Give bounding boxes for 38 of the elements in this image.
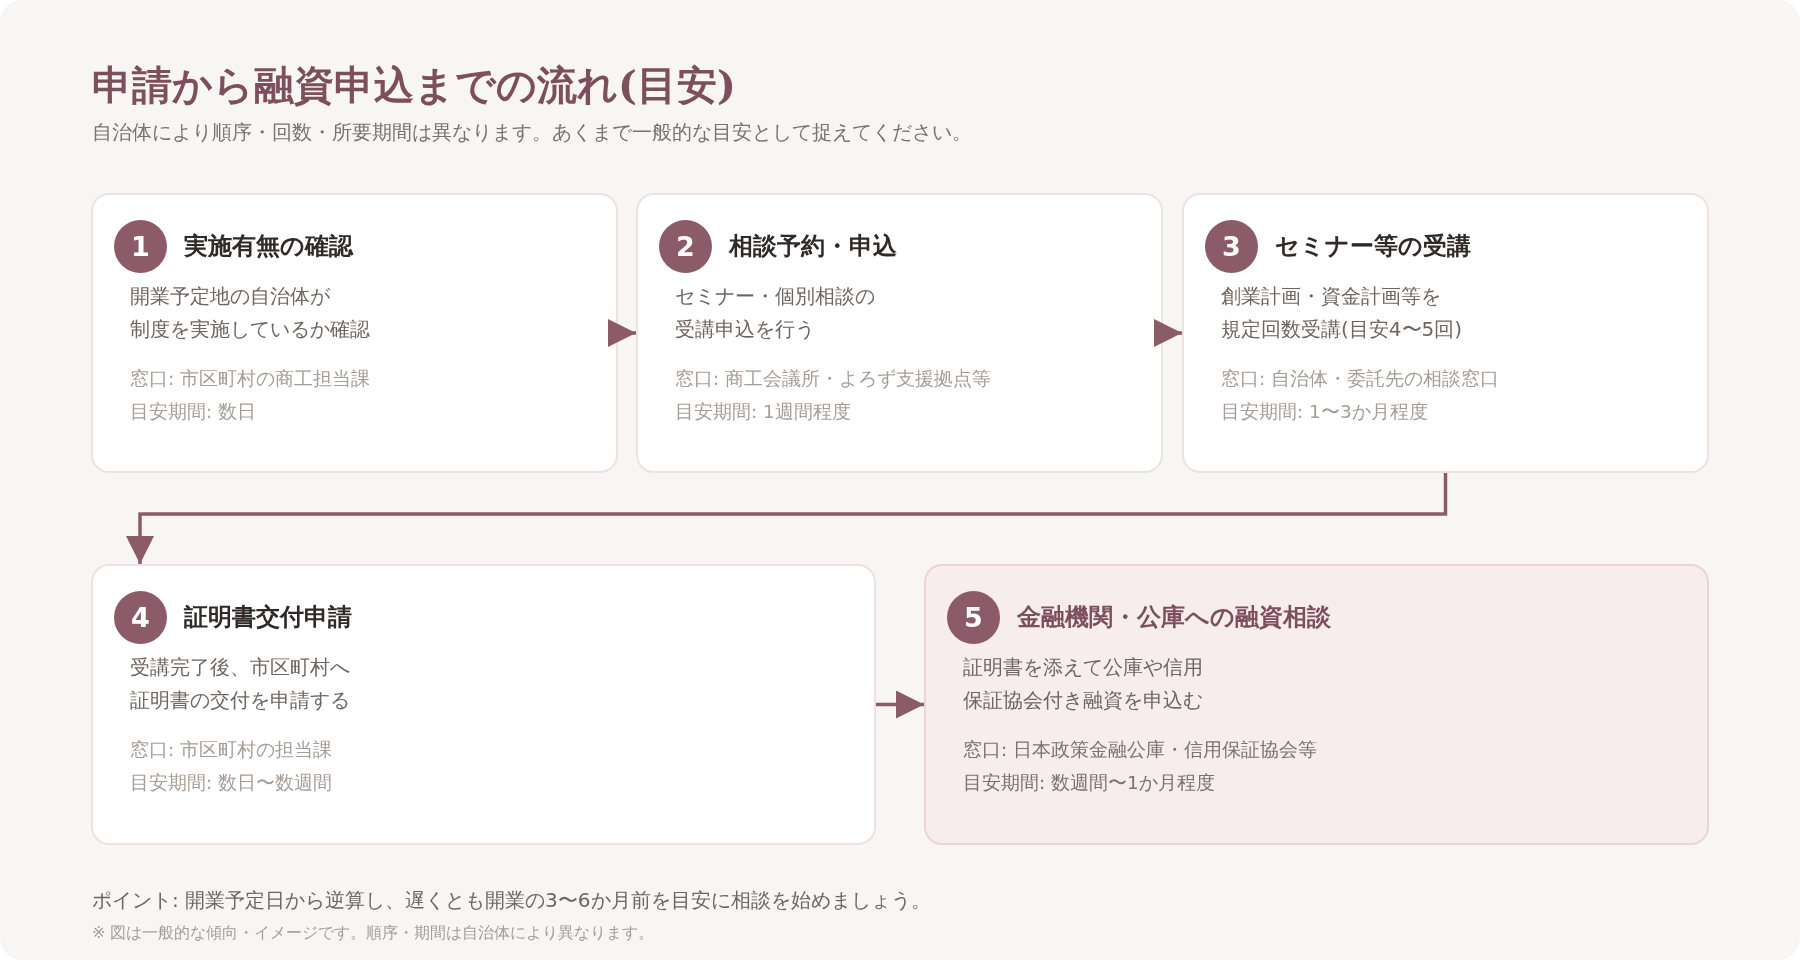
arrow xyxy=(126,473,1448,564)
step-description: 創業計画・資金計画等を規定回数受講(目安4〜5回) xyxy=(1221,283,1463,343)
step-number: 3 xyxy=(1205,220,1258,273)
step-heading: 金融機関・公庫への融資相談 xyxy=(1017,602,1331,633)
diagram-title: 申請から融資申込までの流れ(目安) xyxy=(92,60,736,110)
step-number: 2 xyxy=(659,220,712,273)
footnote: ※ 図は一般的な傾向・イメージです。順序・期間は自治体により異なります。 xyxy=(92,922,655,944)
step-detail: 窓口: 市区町村の商工担当課 xyxy=(130,367,371,391)
step-detail: 窓口: 自治体・委託先の相談窓口 xyxy=(1221,367,1500,391)
step-detail: 目安期間: 1〜3か月程度 xyxy=(1221,400,1428,424)
step-heading: 相談予約・申込 xyxy=(729,231,897,262)
step-number: 4 xyxy=(114,591,167,644)
step-detail: 目安期間: 数週間〜1か月程度 xyxy=(963,771,1215,795)
step-description: 開業予定地の自治体が制度を実施しているか確認 xyxy=(130,283,370,343)
subtitle: 自治体により順序・回数・所要期間は異なります。あくまで一般的な目安として捉えてください。 xyxy=(92,119,972,146)
arrow xyxy=(1154,319,1182,347)
step-card xyxy=(924,564,1709,845)
step-detail: 目安期間: 数日 xyxy=(130,400,257,424)
step-number: 1 xyxy=(114,220,167,273)
step-card xyxy=(91,193,618,473)
step-card xyxy=(1182,193,1709,473)
step-heading: 証明書交付申請 xyxy=(184,602,352,633)
step-detail: 目安期間: 1週間程度 xyxy=(675,400,851,424)
step-detail: 窓口: 商工会議所・よろず支援拠点等 xyxy=(675,367,992,391)
step-detail: 目安期間: 数日〜数週間 xyxy=(130,771,333,795)
step-card xyxy=(636,193,1163,473)
step-heading: 実施有無の確認 xyxy=(184,231,353,262)
step-card xyxy=(91,564,876,845)
arrow xyxy=(876,690,924,719)
step-detail: 窓口: 日本政策金融公庫・信用保証協会等 xyxy=(963,738,1318,762)
tip-note: ポイント: 開業予定日から逆算し、遅くとも開業の3〜6か月前を目安に相談を始めましょう。 xyxy=(92,887,931,914)
step-description: セミナー・個別相談の受講申込を行う xyxy=(675,283,875,343)
step-description: 証明書を添えて公庫や信用保証協会付き融資を申込む xyxy=(963,654,1203,714)
step-detail: 窓口: 市区町村の担当課 xyxy=(130,738,333,762)
step-heading: セミナー等の受講 xyxy=(1275,231,1471,262)
arrow xyxy=(608,319,636,347)
step-number: 5 xyxy=(947,591,1000,644)
step-description: 受講完了後、市区町村へ証明書の交付を申請する xyxy=(130,654,350,714)
